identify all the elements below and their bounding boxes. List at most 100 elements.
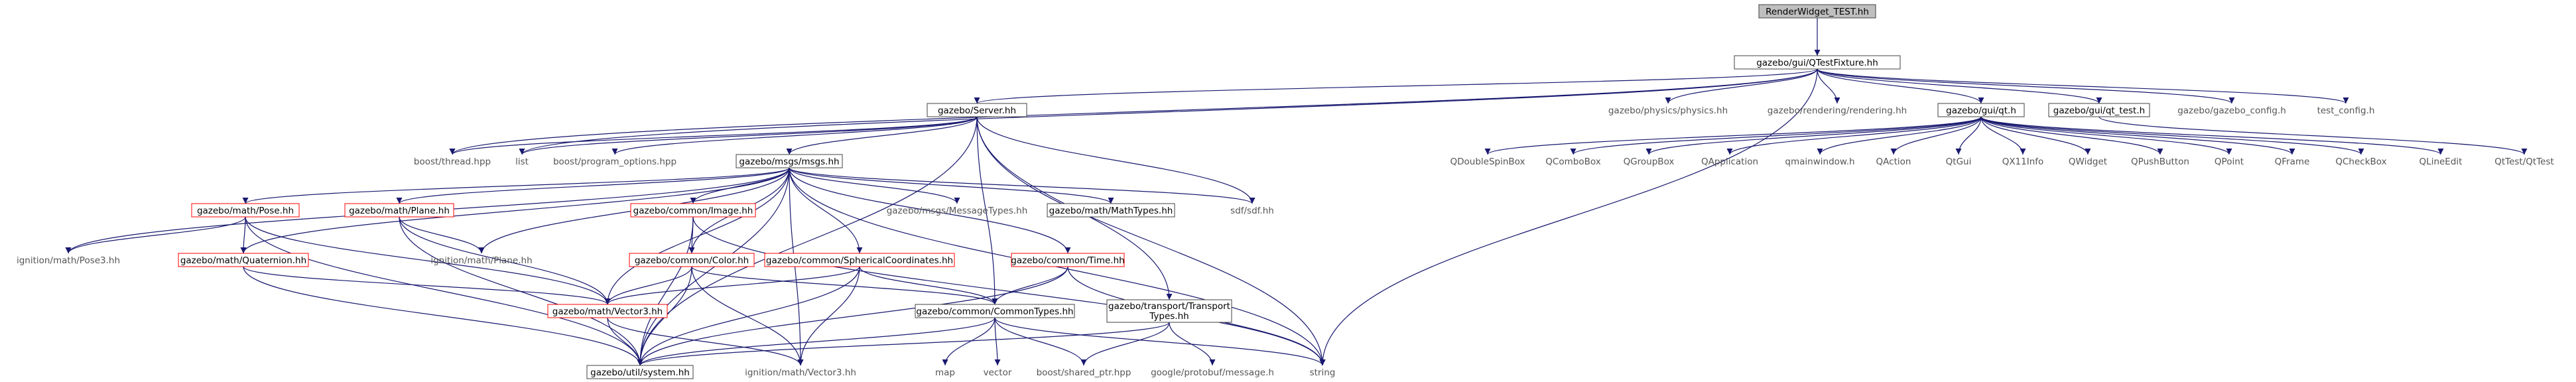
node-qpushbutton: QPushButton	[2131, 157, 2189, 167]
node-qmainwindow: qmainwindow.h	[1785, 157, 1854, 167]
node-label-list: list	[515, 157, 529, 167]
edge-qt-to-qcombobox	[1570, 116, 1982, 155]
node-label-msgs: gazebo/msgs/msgs.hh	[739, 157, 839, 167]
node-image[interactable]: gazebo/common/Image.hh	[630, 203, 756, 218]
dependency-nodes: RenderWidget_TEST.hh gazebo/gui/QTestFixt…	[17, 4, 2554, 379]
node-box-server	[927, 103, 1027, 117]
node-box-time	[1011, 253, 1125, 267]
node-messagetypes: gazebo/msgs/MessageTypes.hh	[887, 206, 1028, 216]
edge-qt-to-qgroupbox	[1645, 116, 1982, 155]
node-label-qmainwindow: qmainwindow.h	[1785, 157, 1854, 167]
edge-pose-to-quaternion	[240, 216, 247, 254]
edge-qtestfixture-to-qt	[1817, 68, 1984, 104]
node-msgs[interactable]: gazebo/msgs/msgs.hh	[736, 154, 843, 168]
node-label-shared_ptr: boost/shared_ptr.hpp	[1037, 367, 1131, 378]
node-label-boost_thread: boost/thread.hpp	[414, 157, 491, 167]
node-label-qttest: QtTest/QtTest	[2494, 157, 2554, 167]
node-label-root: RenderWidget_TEST.hh	[1766, 7, 1869, 17]
node-ign_vector3: ignition/math/Vector3.hh	[745, 367, 856, 378]
node-qt[interactable]: gazebo/gui/qt.h	[1937, 103, 2025, 117]
node-time[interactable]: gazebo/common/Time.hh	[1011, 253, 1125, 267]
edge-qtestfixture-to-string	[1319, 68, 1818, 366]
edge-time-to-commontypes	[992, 266, 1068, 305]
node-label-server: gazebo/Server.hh	[938, 105, 1016, 116]
edge-qt-to-qcheckbox	[1980, 116, 2364, 155]
node-color[interactable]: gazebo/common/Color.hh	[629, 253, 755, 267]
node-vector3[interactable]: gazebo/math/Vector3.hh	[547, 304, 668, 318]
node-box-mathtypes	[1047, 203, 1175, 218]
edge-qt_test-to-qttest	[2098, 116, 2528, 155]
node-server[interactable]: gazebo/Server.hh	[927, 103, 1027, 117]
node-box-vector3	[547, 304, 668, 318]
node-test_config: test_config.h	[2317, 105, 2375, 116]
node-box-color	[629, 253, 755, 267]
node-qt_test[interactable]: gazebo/gui/qt_test.h	[2048, 103, 2150, 117]
edge-color-to-ign_vector3	[691, 266, 804, 366]
node-label-qx11info: QX11Info	[2002, 157, 2044, 167]
edge-qt-to-qdoublespinbox	[1484, 116, 1982, 155]
node-label-plane: gazebo/math/Plane.hh	[349, 206, 450, 216]
node-qdoublespinbox: QDoubleSpinBox	[1450, 157, 1525, 167]
node-root[interactable]: RenderWidget_TEST.hh	[1758, 4, 1876, 19]
node-label-spherical: gazebo/common/SphericalCoordinates.hh	[766, 255, 953, 266]
node-box-image	[630, 203, 756, 218]
node-map: map	[935, 367, 955, 378]
node-label-qaction: QAction	[1876, 157, 1911, 167]
node-box-commontypes	[915, 304, 1075, 318]
edge-server-to-commontypes	[976, 116, 998, 305]
node-qframe: QFrame	[2275, 157, 2310, 167]
node-sdf: sdf/sdf.hh	[1230, 206, 1274, 216]
node-label-qlineedit: QLineEdit	[2419, 157, 2463, 167]
edge-qtestfixture-to-qt_test	[1817, 68, 2102, 104]
node-system[interactable]: gazebo/util/system.hh	[586, 365, 694, 379]
edge-msgs-to-plane	[396, 167, 790, 204]
node-label-system: gazebo/util/system.hh	[590, 367, 690, 378]
edge-plane-to-ign_plane	[399, 216, 485, 254]
node-qcheckbox: QCheckBox	[2335, 157, 2386, 167]
edge-transporttypes-to-shared_ptr	[1080, 322, 1170, 366]
node-qtestfixture[interactable]: gazebo/gui/QTestFixture.hh	[1734, 55, 1901, 70]
edge-qt-to-qpoint	[1980, 116, 2232, 155]
edge-color-to-commontypes	[691, 266, 998, 305]
node-boost_thread: boost/thread.hpp	[414, 157, 491, 167]
node-box-pose	[191, 203, 300, 218]
node-spherical[interactable]: gazebo/common/SphericalCoordinates.hh	[764, 253, 955, 267]
edge-spherical-to-commontypes	[859, 266, 998, 305]
edge-qtestfixture-to-gazebo_config	[1817, 68, 2235, 104]
edge-transporttypes-to-protobuf_message	[1169, 322, 1216, 366]
node-label-qdoublespinbox: QDoubleSpinBox	[1450, 157, 1525, 167]
node-qapplication: QApplication	[1701, 157, 1758, 167]
edge-plane-to-vector3	[399, 216, 611, 305]
node-box-transporttypes	[1106, 299, 1232, 323]
node-quaternion[interactable]: gazebo/math/Quaternion.hh	[178, 253, 309, 267]
node-shared_ptr: boost/shared_ptr.hpp	[1037, 367, 1131, 378]
node-label-time: gazebo/common/Time.hh	[1011, 255, 1124, 266]
edge-spherical-to-vector3	[604, 266, 860, 305]
node-label-qcombobox: QComboBox	[1545, 157, 1600, 167]
node-label-qcheckbox: QCheckBox	[2335, 157, 2386, 167]
node-pose[interactable]: gazebo/math/Pose.hh	[191, 203, 300, 218]
node-program_options: boost/program_options.hpp	[553, 157, 676, 167]
edge-image-to-string	[692, 216, 1326, 366]
node-label-qgroupbox: QGroupBox	[1624, 157, 1675, 167]
node-label-rendering: gazebo/rendering/rendering.hh	[1768, 105, 1907, 116]
node-list: list	[515, 157, 529, 167]
edge-qt-to-qwidget	[1980, 116, 2091, 155]
node-label-image: gazebo/common/Image.hh	[633, 206, 753, 216]
node-plane[interactable]: gazebo/math/Plane.hh	[344, 203, 454, 218]
node-label-program_options: boost/program_options.hpp	[553, 157, 676, 167]
node-box-qtestfixture	[1734, 55, 1901, 70]
node-commontypes[interactable]: gazebo/common/CommonTypes.hh	[915, 304, 1075, 318]
node-label-qpoint: QPoint	[2215, 157, 2244, 167]
node-box-plane	[344, 203, 454, 218]
node-mathtypes[interactable]: gazebo/math/MathTypes.hh	[1047, 203, 1175, 218]
edge-qt-to-qmainwindow	[1817, 116, 1982, 155]
edge-vector3-to-system	[607, 317, 643, 366]
node-label-qframe: QFrame	[2275, 157, 2310, 167]
node-label-qwidget: QWidget	[2069, 157, 2107, 167]
node-box-qt	[1937, 103, 2025, 117]
edge-msgs-to-quaternion	[240, 167, 790, 254]
edge-commontypes-to-map	[942, 317, 996, 366]
edge-qt-to-qframe	[1980, 116, 2295, 155]
